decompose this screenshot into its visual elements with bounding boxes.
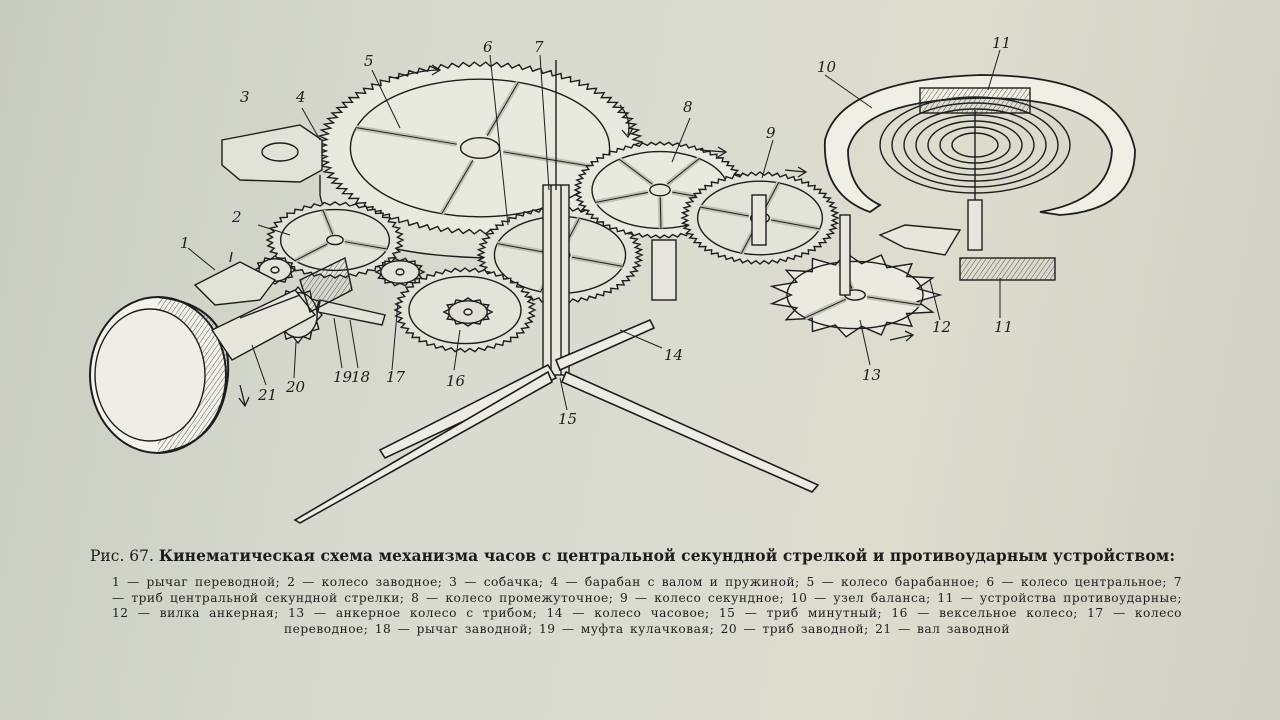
callout-11-lower: 11: [994, 318, 1013, 336]
leader-lines: [187, 49, 1001, 411]
callout-1: 1: [180, 234, 190, 252]
figure-number: Рис. 67.: [90, 547, 154, 565]
crown: [89, 296, 230, 454]
setting-lever: [193, 261, 277, 306]
callout-10: 10: [817, 58, 837, 76]
direction-arrows: [238, 64, 915, 408]
callout-7: 7: [534, 38, 544, 56]
callout-6: 6: [483, 38, 493, 56]
pallet-fork: [878, 224, 962, 256]
callout-20: 20: [285, 378, 306, 396]
third-pinion: [751, 194, 767, 246]
callout-14: 14: [664, 346, 683, 364]
callout-15: 15: [558, 410, 577, 428]
callout-17: 17: [386, 368, 406, 386]
figure-title: Кинематическая схема механизма часов с ц…: [158, 546, 1176, 565]
winding-lever: [317, 299, 386, 326]
callout-labels: 1 2 3 4 5 6 7 8 9 10 11 11 12 13 14 15 1…: [180, 34, 1013, 428]
callout-5: 5: [364, 52, 374, 70]
callout-18: 18: [351, 368, 370, 386]
clock-hands: [293, 318, 820, 524]
callout-11-upper: 11: [992, 34, 1011, 52]
callout-13: 13: [862, 366, 881, 384]
callout-4: 4: [295, 88, 306, 106]
callout-12: 12: [932, 318, 951, 336]
balance-assembly: [824, 74, 1136, 251]
pawl-plate: [221, 124, 323, 183]
callout-21: 21: [257, 386, 277, 404]
callout-8: 8: [683, 98, 693, 116]
minute-pinion: [442, 297, 494, 327]
intermediate-pinion: [651, 239, 677, 301]
callout-19: 19: [333, 368, 353, 386]
callout-3: 3: [240, 88, 250, 106]
figure-legend: 1 — рычаг переводной; 2 — колесо заводно…: [112, 575, 1182, 636]
figure-caption: Рис. 67. Кинематическая схема механизма …: [90, 546, 1190, 565]
winding-stem: [210, 256, 353, 361]
callout-9: 9: [766, 124, 776, 142]
shock-device-lower: [959, 257, 1056, 281]
callout-16: 16: [446, 372, 466, 390]
callout-2: 2: [231, 208, 242, 226]
setting-wheel: [374, 257, 426, 287]
central-post: [542, 60, 570, 376]
escape-pinion: [839, 214, 851, 296]
escape-wheel: [769, 252, 943, 338]
winding-wheel: [265, 201, 405, 279]
